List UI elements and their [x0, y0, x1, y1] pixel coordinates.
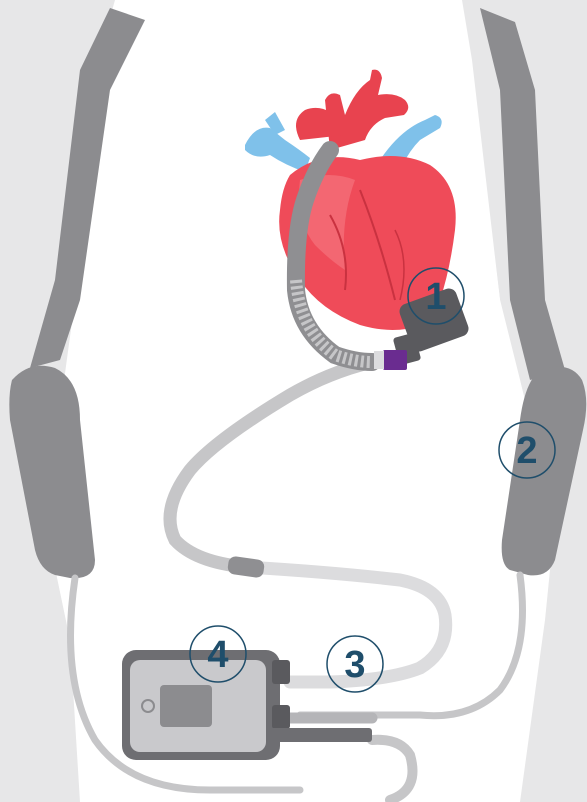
callout-1-label: 1: [425, 276, 446, 318]
callout-4-label: 4: [207, 634, 228, 676]
callout-3-label: 3: [344, 644, 365, 686]
callout-2-label: 2: [516, 430, 537, 472]
